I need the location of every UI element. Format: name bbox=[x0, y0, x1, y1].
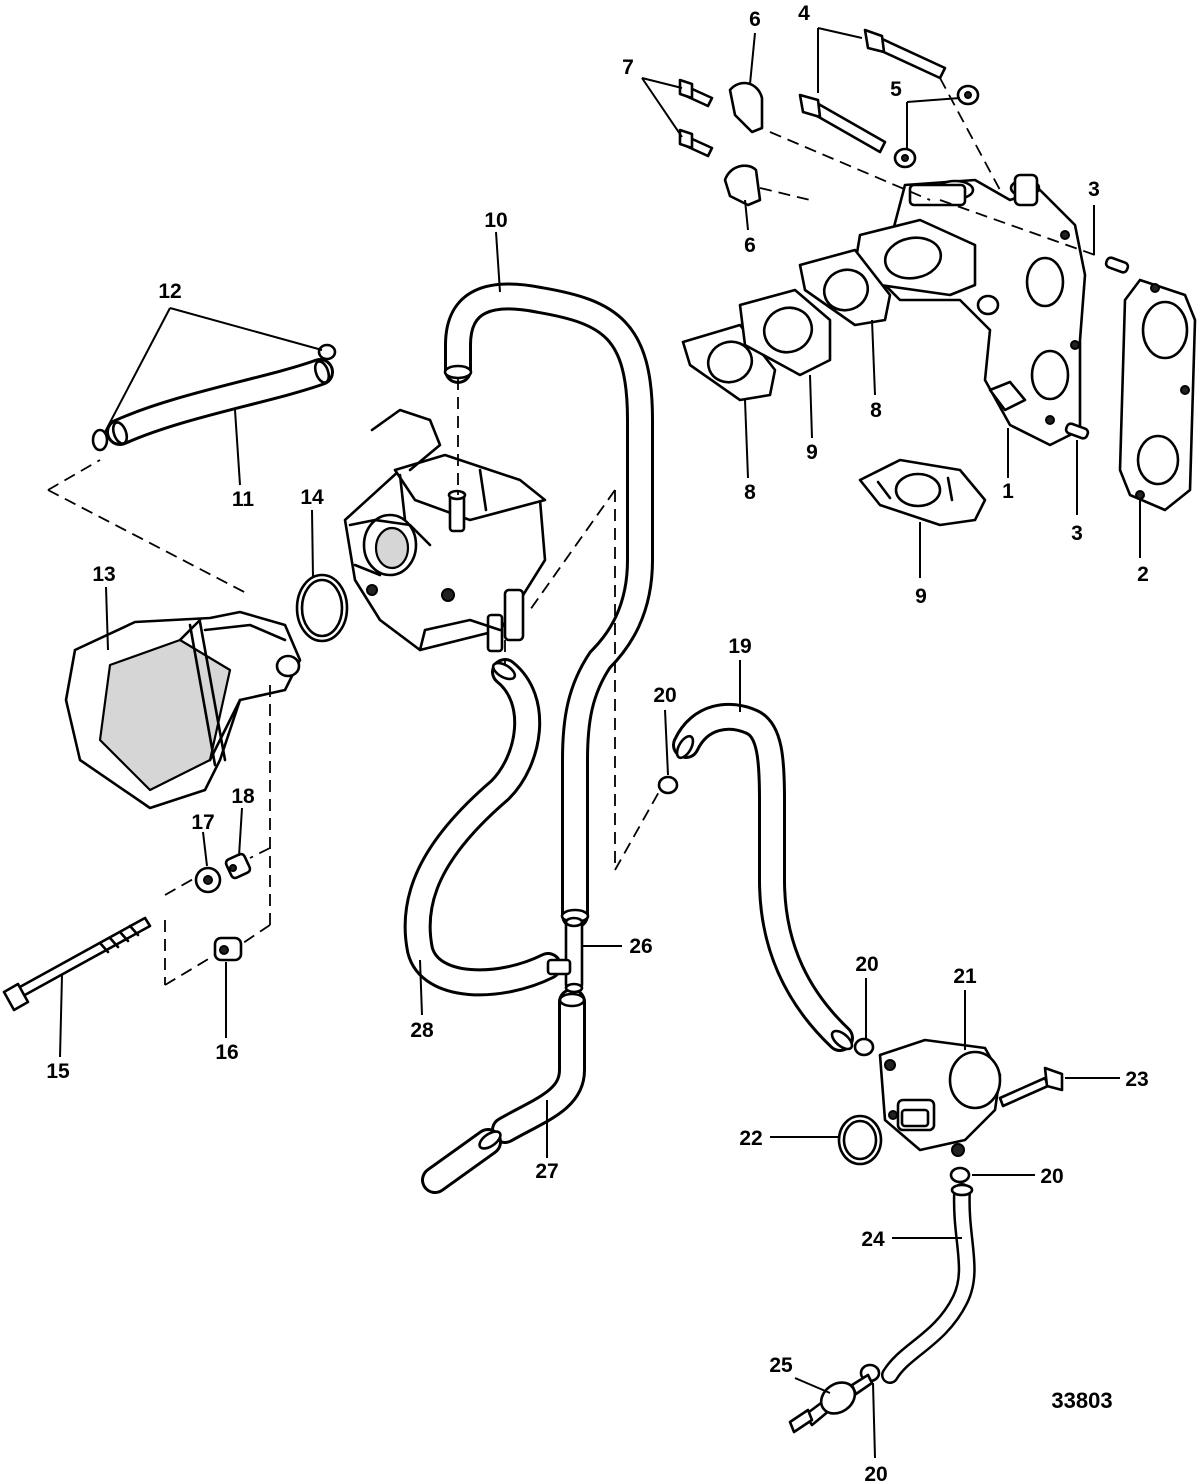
hose-clamp-12 bbox=[91, 343, 337, 452]
callout-24: 24 bbox=[861, 1228, 885, 1251]
hose-19 bbox=[672, 702, 854, 1052]
callout-3: 3 bbox=[1071, 522, 1083, 545]
callout-14: 14 bbox=[300, 486, 324, 509]
callout-5: 5 bbox=[890, 78, 902, 101]
intake-silencer-13 bbox=[64, 610, 302, 810]
callout-21: 21 bbox=[953, 965, 977, 988]
callout-13: 13 bbox=[92, 563, 115, 586]
callout-19: 19 bbox=[728, 635, 751, 658]
sleeve-18 bbox=[224, 852, 252, 880]
callout-2: 2 bbox=[1137, 563, 1149, 586]
hose-24 bbox=[881, 1183, 976, 1384]
callout-27: 27 bbox=[535, 1160, 558, 1183]
fuel-pump-21 bbox=[878, 1038, 1002, 1157]
callout-16: 16 bbox=[215, 1041, 238, 1064]
callout-20: 20 bbox=[1040, 1165, 1063, 1188]
grommet-16 bbox=[213, 936, 243, 962]
o-ring-seal-22 bbox=[837, 1114, 883, 1166]
fuel-filter-25 bbox=[788, 1373, 874, 1434]
callout-20: 20 bbox=[855, 953, 878, 976]
callout-28: 28 bbox=[410, 1019, 434, 1042]
callout-25: 25 bbox=[769, 1354, 793, 1377]
insulator-9-lower bbox=[858, 458, 987, 527]
screw-7 bbox=[678, 78, 714, 158]
callout-9: 9 bbox=[915, 585, 927, 608]
callout-22: 22 bbox=[739, 1127, 762, 1150]
dowel-pin-3 bbox=[1064, 256, 1130, 440]
hose-11 bbox=[106, 358, 334, 446]
callout-17: 17 bbox=[191, 811, 214, 834]
assembly-lines bbox=[47, 77, 1096, 986]
washer-17 bbox=[194, 866, 222, 894]
callout-26: 26 bbox=[629, 935, 652, 958]
diagram-reference-number: 33803 bbox=[1051, 1388, 1112, 1413]
callout-23: 23 bbox=[1125, 1068, 1148, 1091]
callout-4: 4 bbox=[798, 2, 810, 25]
hose-28 bbox=[403, 658, 562, 997]
gasket-2 bbox=[1118, 278, 1197, 512]
callout-12: 12 bbox=[158, 280, 181, 303]
callout-6: 6 bbox=[749, 8, 761, 31]
callout-11: 11 bbox=[232, 488, 255, 511]
callout-9: 9 bbox=[806, 441, 818, 464]
cable-clip-6 bbox=[723, 81, 764, 207]
callout-20: 20 bbox=[864, 1463, 887, 1484]
o-ring-seal-14 bbox=[295, 573, 349, 643]
callout-18: 18 bbox=[231, 785, 255, 808]
gasket-8-rear bbox=[798, 248, 892, 327]
callout-8: 8 bbox=[870, 399, 882, 422]
callout-8: 8 bbox=[744, 481, 756, 504]
insulator-9-front bbox=[738, 288, 832, 377]
washer-5 bbox=[893, 84, 980, 169]
callout-15: 15 bbox=[46, 1060, 70, 1083]
hose-clamp-20 bbox=[657, 775, 971, 1383]
intake-manifold-1 bbox=[853, 173, 1087, 447]
carburetor bbox=[343, 408, 547, 653]
callout-labels: 1 2 3 3 4 5 6 6 7 8 8 9 9 10 11 12 13 14… bbox=[46, 2, 1149, 1484]
hose-10 bbox=[443, 282, 654, 929]
leader-lines bbox=[59, 27, 1141, 1459]
callout-3: 3 bbox=[1088, 178, 1100, 201]
hose-27 bbox=[421, 988, 586, 1194]
screw-4 bbox=[798, 28, 947, 154]
callout-1: 1 bbox=[1002, 480, 1014, 503]
callout-6: 6 bbox=[744, 234, 756, 257]
tee-fitting-26 bbox=[546, 916, 584, 994]
screw-15 bbox=[2, 916, 152, 1012]
screw-23 bbox=[998, 1066, 1064, 1108]
callout-20: 20 bbox=[653, 684, 676, 707]
callout-10: 10 bbox=[484, 209, 507, 232]
callout-7: 7 bbox=[622, 56, 634, 79]
